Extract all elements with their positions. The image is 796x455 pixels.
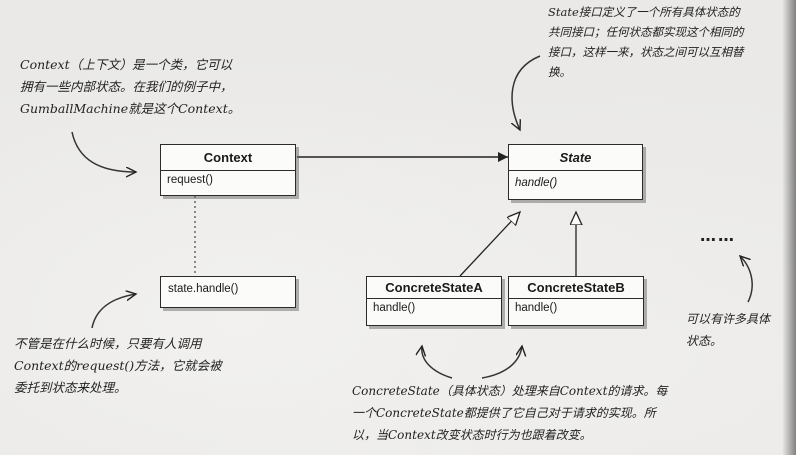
annotation-line: 共同接口；任何状态都实现这个相同的 [548, 25, 744, 39]
concrete-state-b-class: ConcreteStateB handle() [508, 276, 644, 326]
class-name: ConcreteStateB [509, 277, 643, 299]
annotation-line: State接口定义了一个所有具体状态的 [548, 5, 740, 19]
class-method: handle() [515, 302, 558, 314]
concrete-note-arrow-a [422, 346, 453, 379]
state-annotation: State接口定义了一个所有具体状态的 共同接口；任何状态都实现这个相同的 接口… [548, 2, 744, 82]
annotation-line: 可以有许多具体 [686, 312, 771, 326]
annotation-line: Context的request()方法，它就会被 [14, 358, 222, 373]
request-annotation: 不管是在什么时候，只要有人调用 Context的request()方法，它就会被… [14, 333, 222, 399]
annotation-line: ConcreteState（具体状态）处理来自Context的请求。每 [352, 384, 668, 398]
annotation-line: 拥有一些内部状态。在我们的例子中， [20, 79, 233, 94]
class-method: handle() [373, 302, 416, 314]
concrete-note-arrow-b [481, 346, 522, 379]
class-name: Context [161, 145, 295, 171]
annotation-line: 接口，这样一来，状态之间可以互相替 [548, 45, 744, 59]
more-states-ellipsis: …… [700, 226, 736, 245]
annotation-line: 不管是在什么时候，只要有人调用 [14, 336, 202, 351]
concrete-annotation: ConcreteState（具体状态）处理来自Context的请求。每 一个Co… [352, 380, 667, 446]
class-method: handle() [515, 177, 558, 189]
context-annotation: Context（上下文）是一个类，它可以 拥有一些内部状态。在我们的例子中， G… [20, 54, 240, 120]
code-note-text: state.handle() [168, 283, 239, 295]
annotation-line: 状态。 [686, 334, 723, 348]
page-edge-shadow [782, 0, 796, 455]
concrete-state-a-class: ConcreteStateA handle() [366, 276, 502, 326]
context-class: Context request() [160, 144, 296, 196]
annotation-line: 换。 [548, 65, 571, 79]
class-method: request() [167, 174, 214, 186]
class-name: ConcreteStateA [367, 277, 501, 299]
context-note-arrow [71, 131, 136, 172]
state-class: State handle() [508, 144, 643, 200]
many-states-arrow [740, 256, 753, 303]
code-note: state.handle() [160, 276, 296, 308]
annotation-line: GumballMachine就是这个Context。 [20, 101, 241, 116]
annotation-line: 委托到状态来处理。 [14, 380, 127, 395]
request-note-arrow [91, 294, 136, 329]
many-states-annotation: 可以有许多具体 状态。 [686, 308, 770, 352]
annotation-line: Context（上下文）是一个类，它可以 [20, 57, 233, 72]
annotation-line: 一个ConcreteState都提供了它自己对于请求的实现。所 [352, 406, 656, 420]
annotation-line: 以，当Context改变状态时行为也跟着改变。 [352, 428, 592, 442]
inheritance-line-a [459, 212, 520, 277]
class-name: State [509, 145, 642, 171]
state-note-arrow [512, 55, 541, 130]
